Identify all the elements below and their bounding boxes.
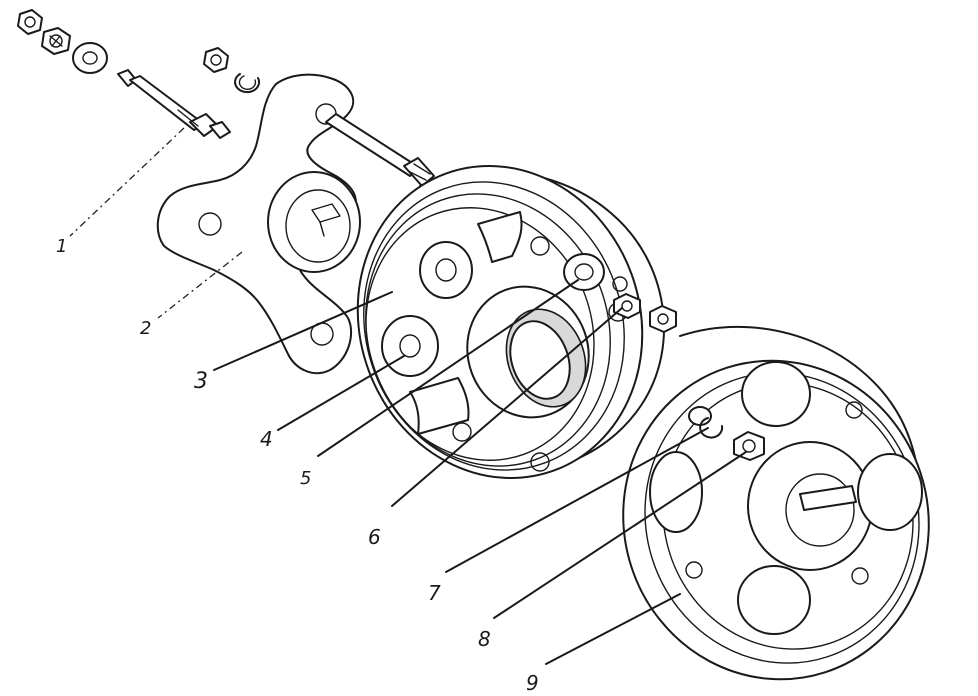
pulley bbox=[622, 325, 930, 681]
stud-shaft bbox=[325, 113, 435, 187]
washer-top-left bbox=[72, 42, 108, 74]
nut-top-center bbox=[203, 47, 229, 73]
nut-top-left-2 bbox=[41, 27, 71, 55]
bushing bbox=[381, 315, 439, 377]
leader-lines bbox=[69, 127, 747, 665]
spring-washer-top-center bbox=[234, 73, 261, 94]
callout-2: 2 bbox=[140, 318, 151, 339]
callout-4: 4 bbox=[260, 427, 273, 451]
callout-8: 8 bbox=[478, 627, 491, 651]
nut-lower bbox=[733, 431, 765, 461]
washer bbox=[563, 253, 605, 291]
nut bbox=[612, 276, 677, 333]
callout-9: 9 bbox=[526, 671, 539, 695]
spring-washer bbox=[688, 406, 724, 439]
disc-hub bbox=[356, 164, 665, 480]
nut-top-left-1 bbox=[17, 9, 43, 35]
shaft-pin bbox=[117, 69, 231, 139]
callout-3: 3 bbox=[194, 369, 208, 394]
callout-1: 1 bbox=[56, 236, 67, 257]
callout-5: 5 bbox=[300, 468, 311, 489]
callout-7: 7 bbox=[428, 581, 441, 605]
lobed-flange bbox=[156, 73, 361, 375]
callout-6: 6 bbox=[368, 525, 381, 549]
bushing-upper bbox=[419, 241, 473, 299]
